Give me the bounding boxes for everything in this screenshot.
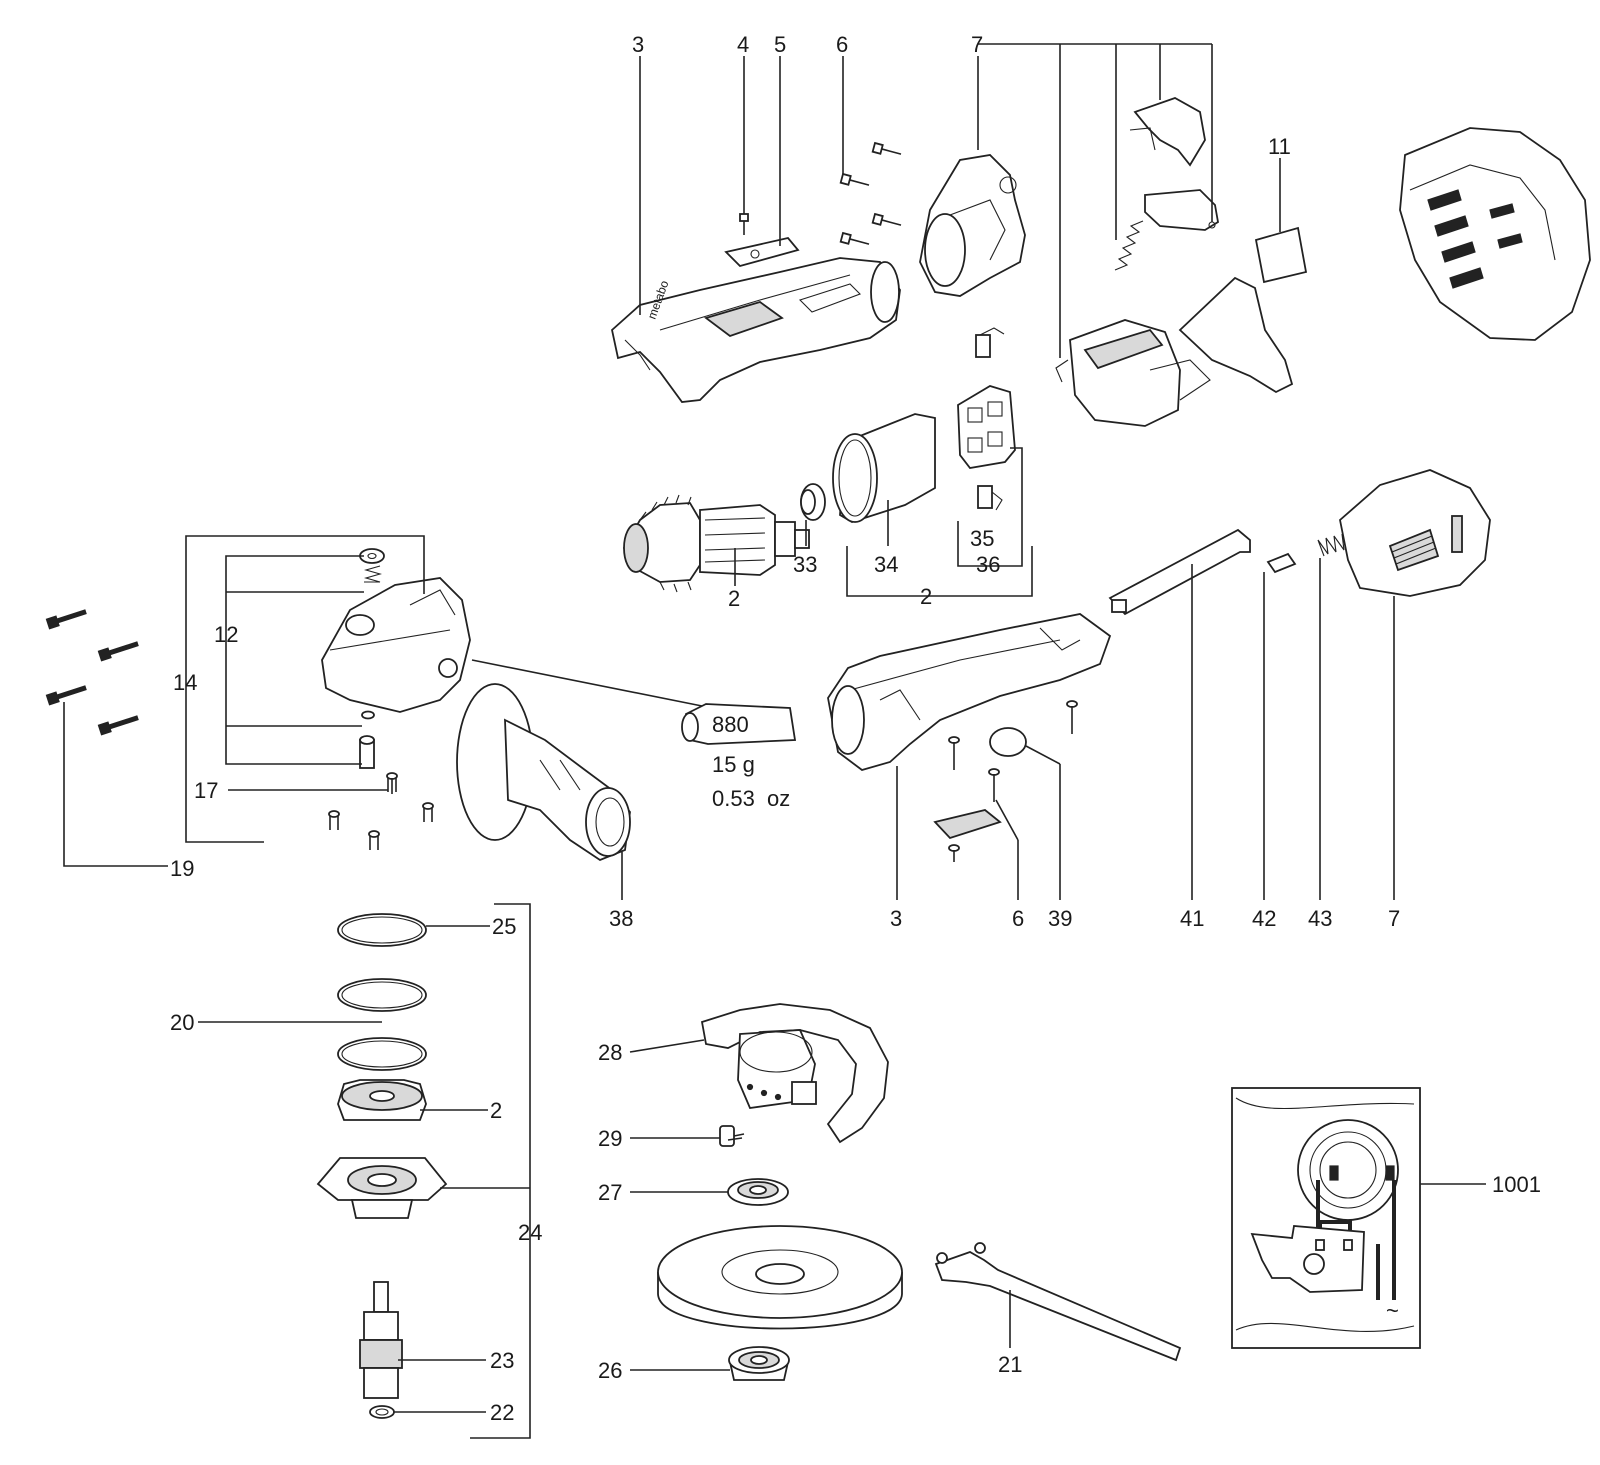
- cover-plate: [724, 237, 800, 268]
- callout-5: 5: [774, 32, 786, 57]
- callout-14: 14: [173, 670, 197, 695]
- callout-36: 36: [976, 552, 1000, 577]
- stator-sleeve: [832, 413, 936, 523]
- label-sticker: [1254, 226, 1308, 284]
- bearing-flange: [316, 1157, 448, 1219]
- callout-numbers: 3 4 5 6 7 11 2 33 34 35 36 2 12 14 17 19…: [170, 32, 1541, 1425]
- grease-weight-grams: 15 g: [712, 752, 755, 777]
- shim-washer-upper: [337, 978, 427, 1012]
- gear-head-housing: [321, 577, 471, 713]
- callout-42: 42: [1252, 906, 1276, 931]
- shim-washer-lower: [337, 1037, 427, 1071]
- callout-2-gear: 2: [490, 1098, 502, 1123]
- gear-head-screws: [328, 772, 434, 850]
- small-screw: [739, 213, 749, 235]
- output-spindle: [359, 1281, 403, 1399]
- battery-pack: [1399, 127, 1591, 341]
- clamping-nut: [728, 1346, 790, 1381]
- carbon-brush-top: [975, 327, 1005, 358]
- spindle-lock-pin: [359, 735, 375, 769]
- upper-housing-shell: metabo: [611, 257, 901, 403]
- callout-12: 12: [214, 622, 238, 647]
- carbon-brush: [977, 485, 1003, 511]
- group-bracket-lines: [846, 447, 1033, 597]
- lower-housing-screws: [948, 700, 1078, 862]
- callout-38: 38: [609, 906, 633, 931]
- callout-20: 20: [170, 1010, 194, 1035]
- grease-tube: [681, 703, 797, 745]
- grease-tube-label: 880: [712, 712, 749, 737]
- pin-spanner-wrench: [934, 1242, 1182, 1362]
- callout-34: 34: [874, 552, 898, 577]
- rear-cover: [1339, 469, 1491, 597]
- callout-6-bottom: 6: [1012, 906, 1024, 931]
- lower-housing-shell: [827, 613, 1112, 771]
- rear-end-cap: [919, 154, 1026, 297]
- bearing-ring: [800, 483, 826, 521]
- callout-2-armature: 2: [728, 586, 740, 611]
- callout-26: 26: [598, 1358, 622, 1383]
- retaining-ring-small: [361, 710, 375, 720]
- o-ring-large: [337, 913, 427, 947]
- callout-29: 29: [598, 1126, 622, 1151]
- latch-slider: [1266, 552, 1297, 574]
- housing-screws: [839, 141, 902, 245]
- callout-41: 41: [1180, 906, 1204, 931]
- grease-weight-ounces: 0.53 oz: [712, 786, 790, 811]
- grinding-disc: [657, 1225, 903, 1330]
- callout-4: 4: [737, 32, 749, 57]
- ac-symbol: ~: [1386, 1298, 1399, 1323]
- electronics-module: [1055, 276, 1294, 427]
- callout-7-right: 7: [1388, 906, 1400, 931]
- callout-6-top: 6: [836, 32, 848, 57]
- callout-28: 28: [598, 1040, 622, 1065]
- callout-2-group: 2: [920, 584, 932, 609]
- push-rod: [1108, 528, 1251, 616]
- callout-23: 23: [490, 1348, 514, 1373]
- support-flange: [727, 1178, 789, 1206]
- callout-7-top: 7: [971, 32, 983, 57]
- callout-17: 17: [194, 778, 218, 803]
- spindle-lock-spring: [363, 565, 383, 583]
- callout-1001: 1001: [1492, 1172, 1541, 1197]
- guard-screw: [719, 1125, 745, 1147]
- callout-33: 33: [793, 552, 817, 577]
- armature-rotor: [622, 494, 810, 593]
- round-cap-39: [989, 727, 1027, 757]
- callout-11: 11: [1268, 134, 1291, 159]
- wheel-guard: [700, 1003, 889, 1144]
- callout-3-top: 3: [632, 32, 644, 57]
- callout-24: 24: [518, 1220, 542, 1245]
- small-spring: [1114, 220, 1144, 271]
- leader-lines: [63, 43, 1486, 1439]
- spindle-washer: [369, 1405, 395, 1419]
- brush-holder: [957, 385, 1016, 469]
- callout-22: 22: [490, 1400, 514, 1425]
- callout-25: 25: [492, 914, 516, 939]
- callout-19: 19: [170, 856, 194, 881]
- rubber-foot-pad: [933, 809, 1002, 840]
- switch-lever: [1129, 97, 1206, 167]
- callout-39: 39: [1048, 906, 1072, 931]
- wiring-schematic: ~: [1231, 1087, 1421, 1349]
- callout-43: 43: [1308, 906, 1332, 931]
- callout-35: 35: [970, 526, 994, 551]
- callout-21: 21: [998, 1352, 1022, 1377]
- bevel-gear: [337, 1079, 427, 1121]
- side-handle: [456, 683, 631, 862]
- switch-slider: [1144, 189, 1219, 231]
- head-bolts: [45, 609, 139, 736]
- callout-27: 27: [598, 1180, 622, 1205]
- callout-3-bottom: 3: [890, 906, 902, 931]
- return-spring: [1317, 533, 1353, 557]
